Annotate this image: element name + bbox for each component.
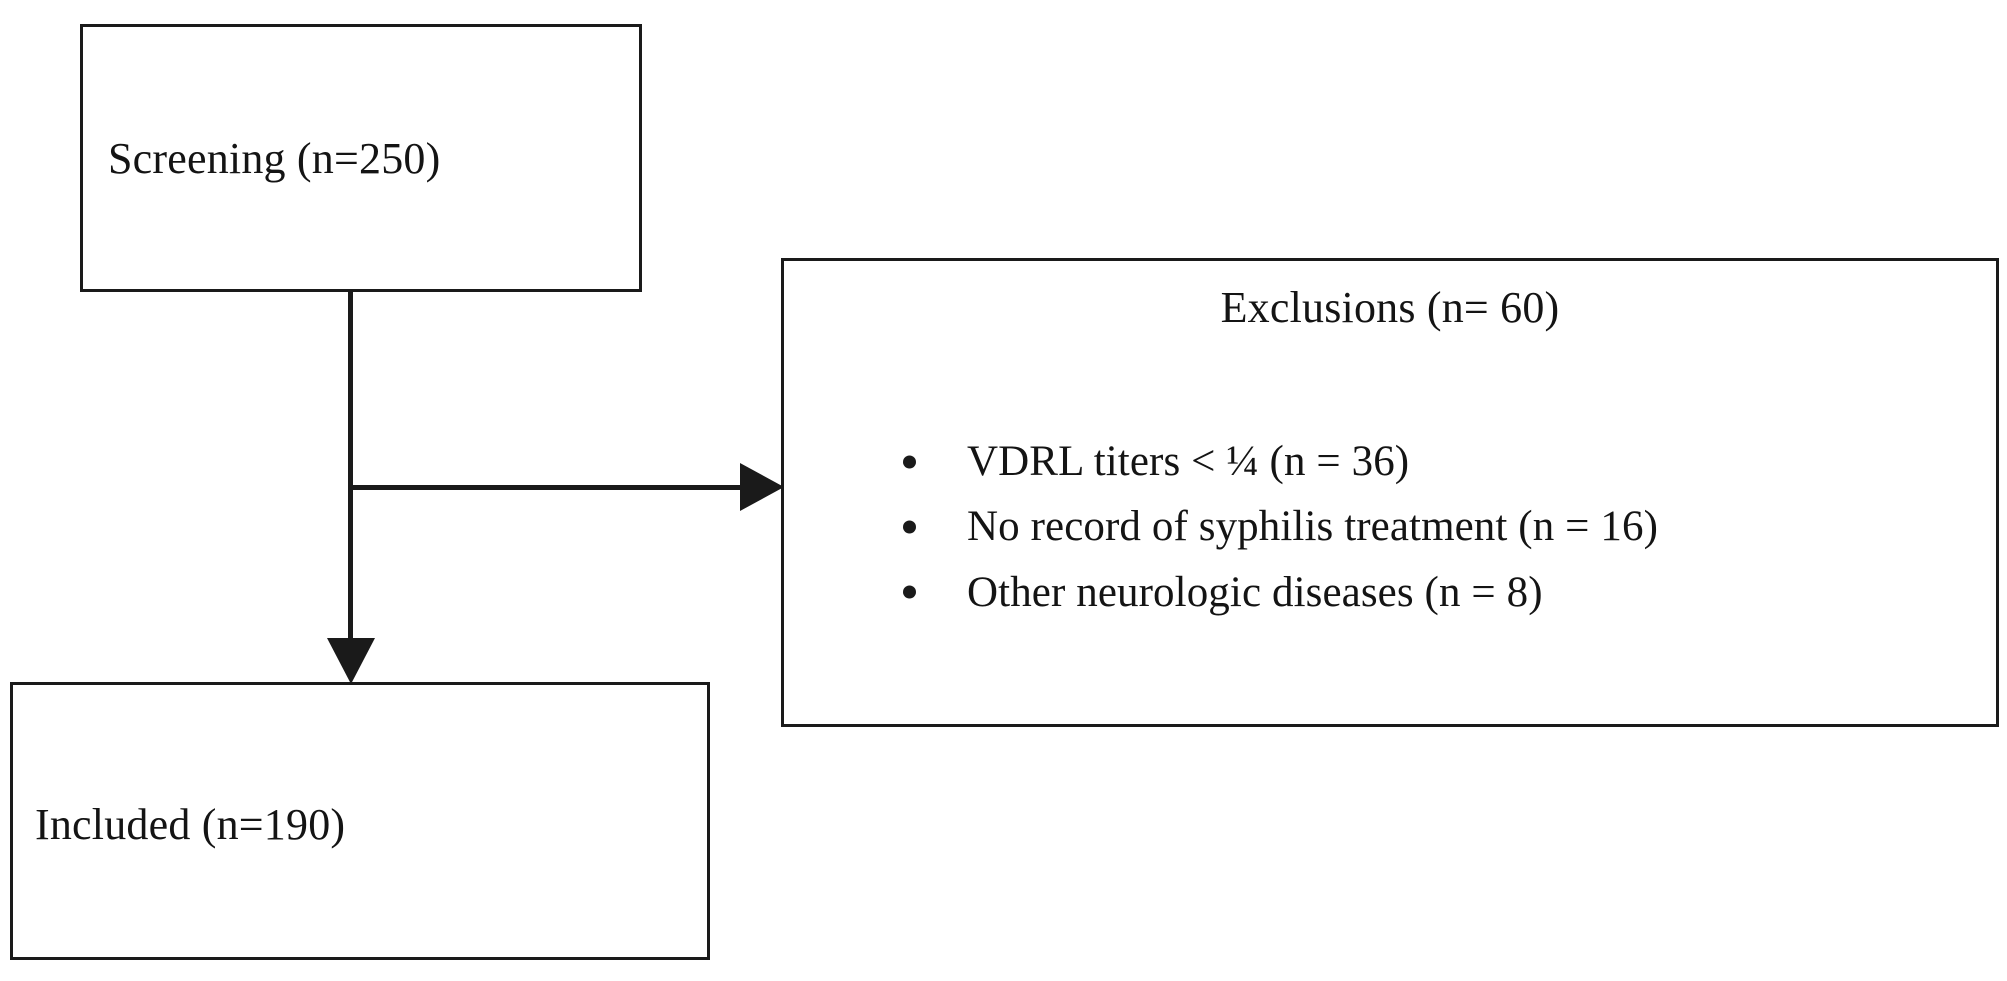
screening-label: Screening (n=250) xyxy=(108,134,441,183)
arrowhead-right-icon xyxy=(740,463,784,511)
bullet-icon xyxy=(903,520,916,534)
connector-screening-to-included xyxy=(348,292,353,647)
list-item: No record of syphilis treatment (n = 16) xyxy=(897,494,1658,559)
included-box: Included (n=190) xyxy=(10,682,710,960)
exclusion-item-label: No record of syphilis treatment (n = 16) xyxy=(967,503,1658,551)
list-item: VDRL titers < ¼ (n = 36) xyxy=(897,429,1658,494)
bullet-icon xyxy=(903,585,916,599)
list-item: Other neurologic diseases (n = 8) xyxy=(897,560,1658,625)
exclusions-list: VDRL titers < ¼ (n = 36) No record of sy… xyxy=(897,429,1658,625)
bullet-icon xyxy=(903,455,916,469)
exclusions-title: Exclusions (n= 60) xyxy=(1220,283,1560,332)
included-label: Included (n=190) xyxy=(35,800,346,849)
screening-box: Screening (n=250) xyxy=(80,24,642,292)
exclusion-item-label: VDRL titers < ¼ (n = 36) xyxy=(967,438,1410,485)
exclusions-box: Exclusions (n= 60) VDRL titers < ¼ (n = … xyxy=(781,258,1999,727)
exclusion-item-label: Other neurologic diseases (n = 8) xyxy=(967,568,1543,616)
connector-screening-to-exclusions xyxy=(348,485,748,490)
arrowhead-down-icon xyxy=(327,638,375,684)
